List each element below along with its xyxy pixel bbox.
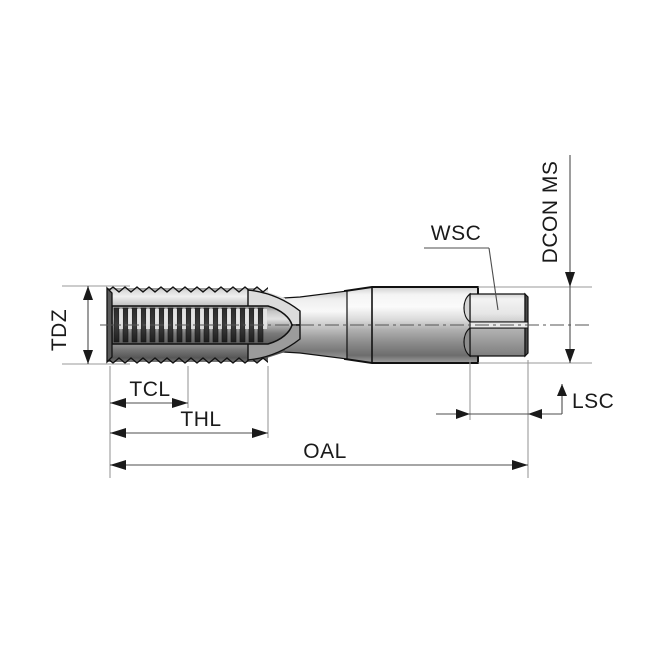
dimension-tcl: TCL bbox=[110, 378, 188, 408]
dimension-lsc: LSC bbox=[436, 384, 614, 419]
tap-tool-body bbox=[100, 286, 592, 364]
arrow-thl-left bbox=[110, 428, 126, 438]
label-tcl: TCL bbox=[129, 378, 170, 401]
arrow-tdz-top bbox=[83, 286, 93, 300]
square-lower-flat bbox=[469, 327, 526, 357]
label-lsc: LSC bbox=[572, 390, 614, 413]
arrow-tcl-left bbox=[110, 398, 126, 408]
arrow-dcon-top bbox=[565, 272, 575, 287]
label-wsc: WSC bbox=[431, 222, 482, 245]
dimension-dcon-ms: DCON MS bbox=[539, 155, 575, 363]
label-thl: THL bbox=[180, 408, 221, 431]
dimension-wsc: WSC bbox=[424, 222, 499, 311]
flute-ridges bbox=[119, 309, 267, 329]
dimension-thl: THL bbox=[110, 408, 268, 438]
label-tdz: TDZ bbox=[48, 309, 71, 351]
arrow-lsc-leader bbox=[557, 384, 567, 396]
arrow-dcon-bottom bbox=[565, 349, 575, 363]
arrow-lsc-right bbox=[528, 409, 542, 419]
dimension-tdz: TDZ bbox=[48, 286, 93, 364]
square-transition-lower bbox=[463, 326, 471, 358]
label-oal: OAL bbox=[303, 440, 347, 463]
arrow-tdz-bottom bbox=[83, 350, 93, 364]
extension-lines bbox=[62, 285, 592, 478]
dimension-oal: OAL bbox=[110, 440, 528, 470]
leader-wsc-diagonal bbox=[488, 247, 499, 311]
arrow-tcl-right bbox=[172, 398, 188, 408]
arrow-oal-right bbox=[512, 460, 528, 470]
arrow-lsc-left bbox=[456, 409, 470, 419]
arrow-oal-left bbox=[110, 460, 126, 470]
label-dcon-ms: DCON MS bbox=[539, 161, 562, 264]
arrow-thl-right bbox=[252, 428, 268, 438]
